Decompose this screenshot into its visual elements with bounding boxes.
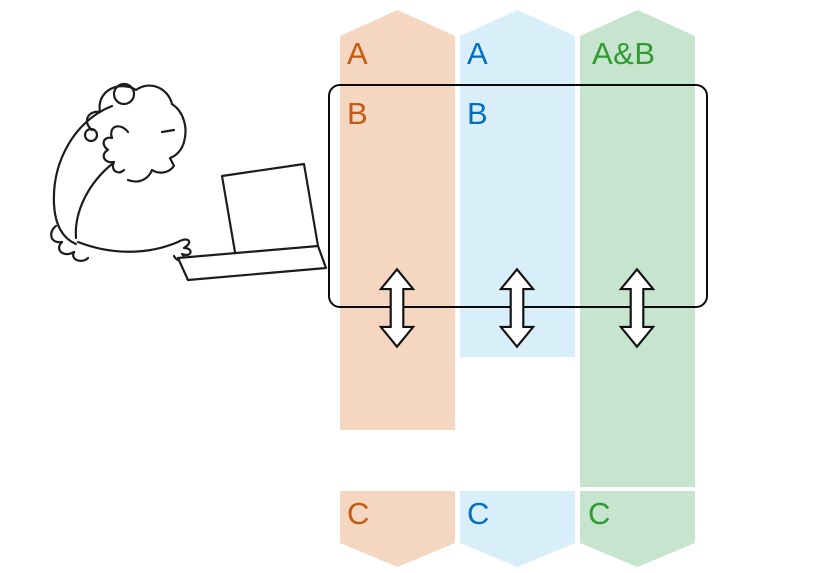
column-green-band xyxy=(580,10,695,487)
person-at-laptop-illustration xyxy=(50,82,328,282)
elbow-scribble-2 xyxy=(58,240,76,256)
hair-curl-small xyxy=(83,127,99,143)
hair-loop xyxy=(112,82,136,106)
hand-at-face xyxy=(102,125,130,174)
label-bottom-blue: C xyxy=(467,496,490,531)
label-bottom-green: C xyxy=(588,496,611,531)
back-curve xyxy=(52,104,114,246)
laptop-base xyxy=(176,244,328,282)
elbow-scribble-3 xyxy=(72,250,90,262)
laptop-screen xyxy=(220,162,320,260)
up-down-arrow-icon xyxy=(619,267,655,349)
label-top-green: A&B xyxy=(592,36,656,71)
hair-top xyxy=(98,84,174,114)
label-top-orange: A xyxy=(347,36,369,71)
face-outline xyxy=(150,102,187,174)
elbow-scribble-1 xyxy=(50,224,64,244)
up-down-arrow-icon xyxy=(379,267,415,349)
upper-arm xyxy=(74,162,114,240)
eye-mark xyxy=(160,128,176,134)
forearm xyxy=(76,240,180,253)
label-inner-blue: B xyxy=(467,96,489,131)
column-orange-band xyxy=(340,10,455,430)
label-bottom-orange: C xyxy=(347,496,370,531)
hair-curl-left xyxy=(85,110,102,132)
up-down-arrow-icon xyxy=(499,267,535,349)
jaw-line xyxy=(126,168,154,183)
label-inner-orange: B xyxy=(347,96,369,131)
label-top-blue: A xyxy=(467,36,489,71)
